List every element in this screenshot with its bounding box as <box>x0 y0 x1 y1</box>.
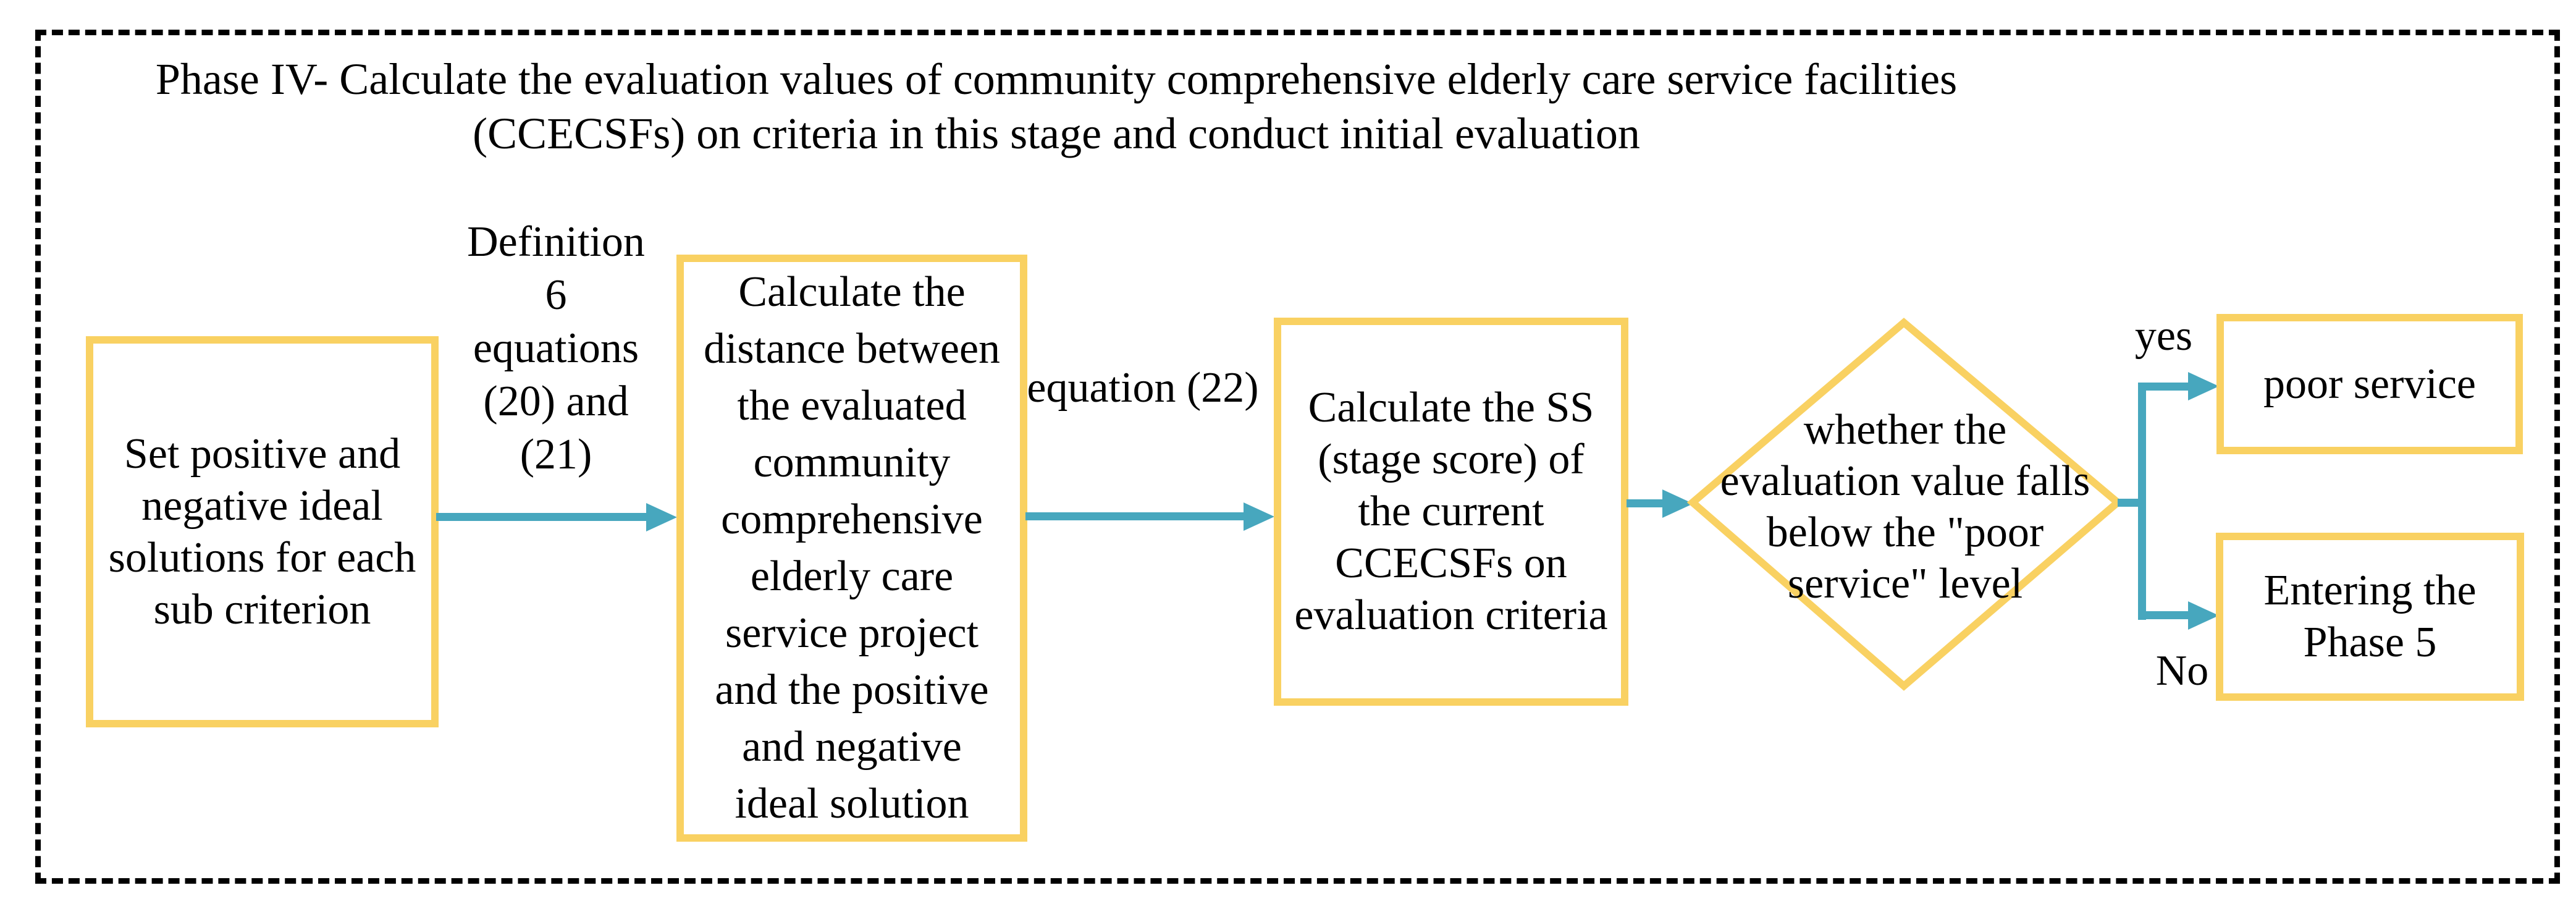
node-calculate-stage-score: Calculate the SS (stage score) of the cu… <box>1274 318 1628 706</box>
decision-diamond-shape <box>1686 318 2124 691</box>
node-entering-phase-5-label: Entering the Phase 5 <box>2263 567 2477 666</box>
edge-label-definition-6: Definition 6 equations (20) and (21) <box>467 218 645 478</box>
node-decision-label: whether the evaluation value falls below… <box>1720 406 2090 607</box>
branch-no-shaft <box>2138 611 2191 619</box>
arrow-2-head-icon <box>1244 502 1274 531</box>
edge-label-no: No <box>2155 647 2209 695</box>
edge-label-equation-22: equation (22) <box>1027 364 1259 412</box>
phase-dashed-frame <box>35 30 2560 884</box>
arrow-2-shaft <box>1025 512 1245 520</box>
arrow-3-shaft <box>1627 499 1664 507</box>
node-poor-service-label: poor service <box>2263 360 2477 408</box>
node-calculate-stage-score-label: Calculate the SS (stage score) of the cu… <box>1294 384 1608 639</box>
node-set-ideal-solutions-label: Set positive and negative ideal solution… <box>108 429 416 633</box>
edge-label-yes: yes <box>2134 312 2193 360</box>
diagram-title: Phase IV- Calculate the evaluation value… <box>155 54 1958 158</box>
branch-yes-shaft <box>2138 383 2191 391</box>
branch-yes-head-icon <box>2188 372 2219 400</box>
node-entering-phase-5: Entering the Phase 5 <box>2216 533 2524 701</box>
node-calculate-distance-label: Calculate the distance between the evalu… <box>703 268 1001 827</box>
node-calculate-distance: Calculate the distance between the evalu… <box>676 255 1027 842</box>
arrow-3-head-icon <box>1662 489 1693 518</box>
node-set-ideal-solutions: Set positive and negative ideal solution… <box>86 336 439 727</box>
branch-vertical-line <box>2138 383 2146 620</box>
branch-no-head-icon <box>2188 601 2219 630</box>
node-poor-service: poor service <box>2216 314 2523 454</box>
arrow-1-shaft <box>436 513 649 521</box>
node-decision-poor-service: whether the evaluation value falls below… <box>1693 323 2118 691</box>
arrow-1-head-icon <box>646 503 677 531</box>
